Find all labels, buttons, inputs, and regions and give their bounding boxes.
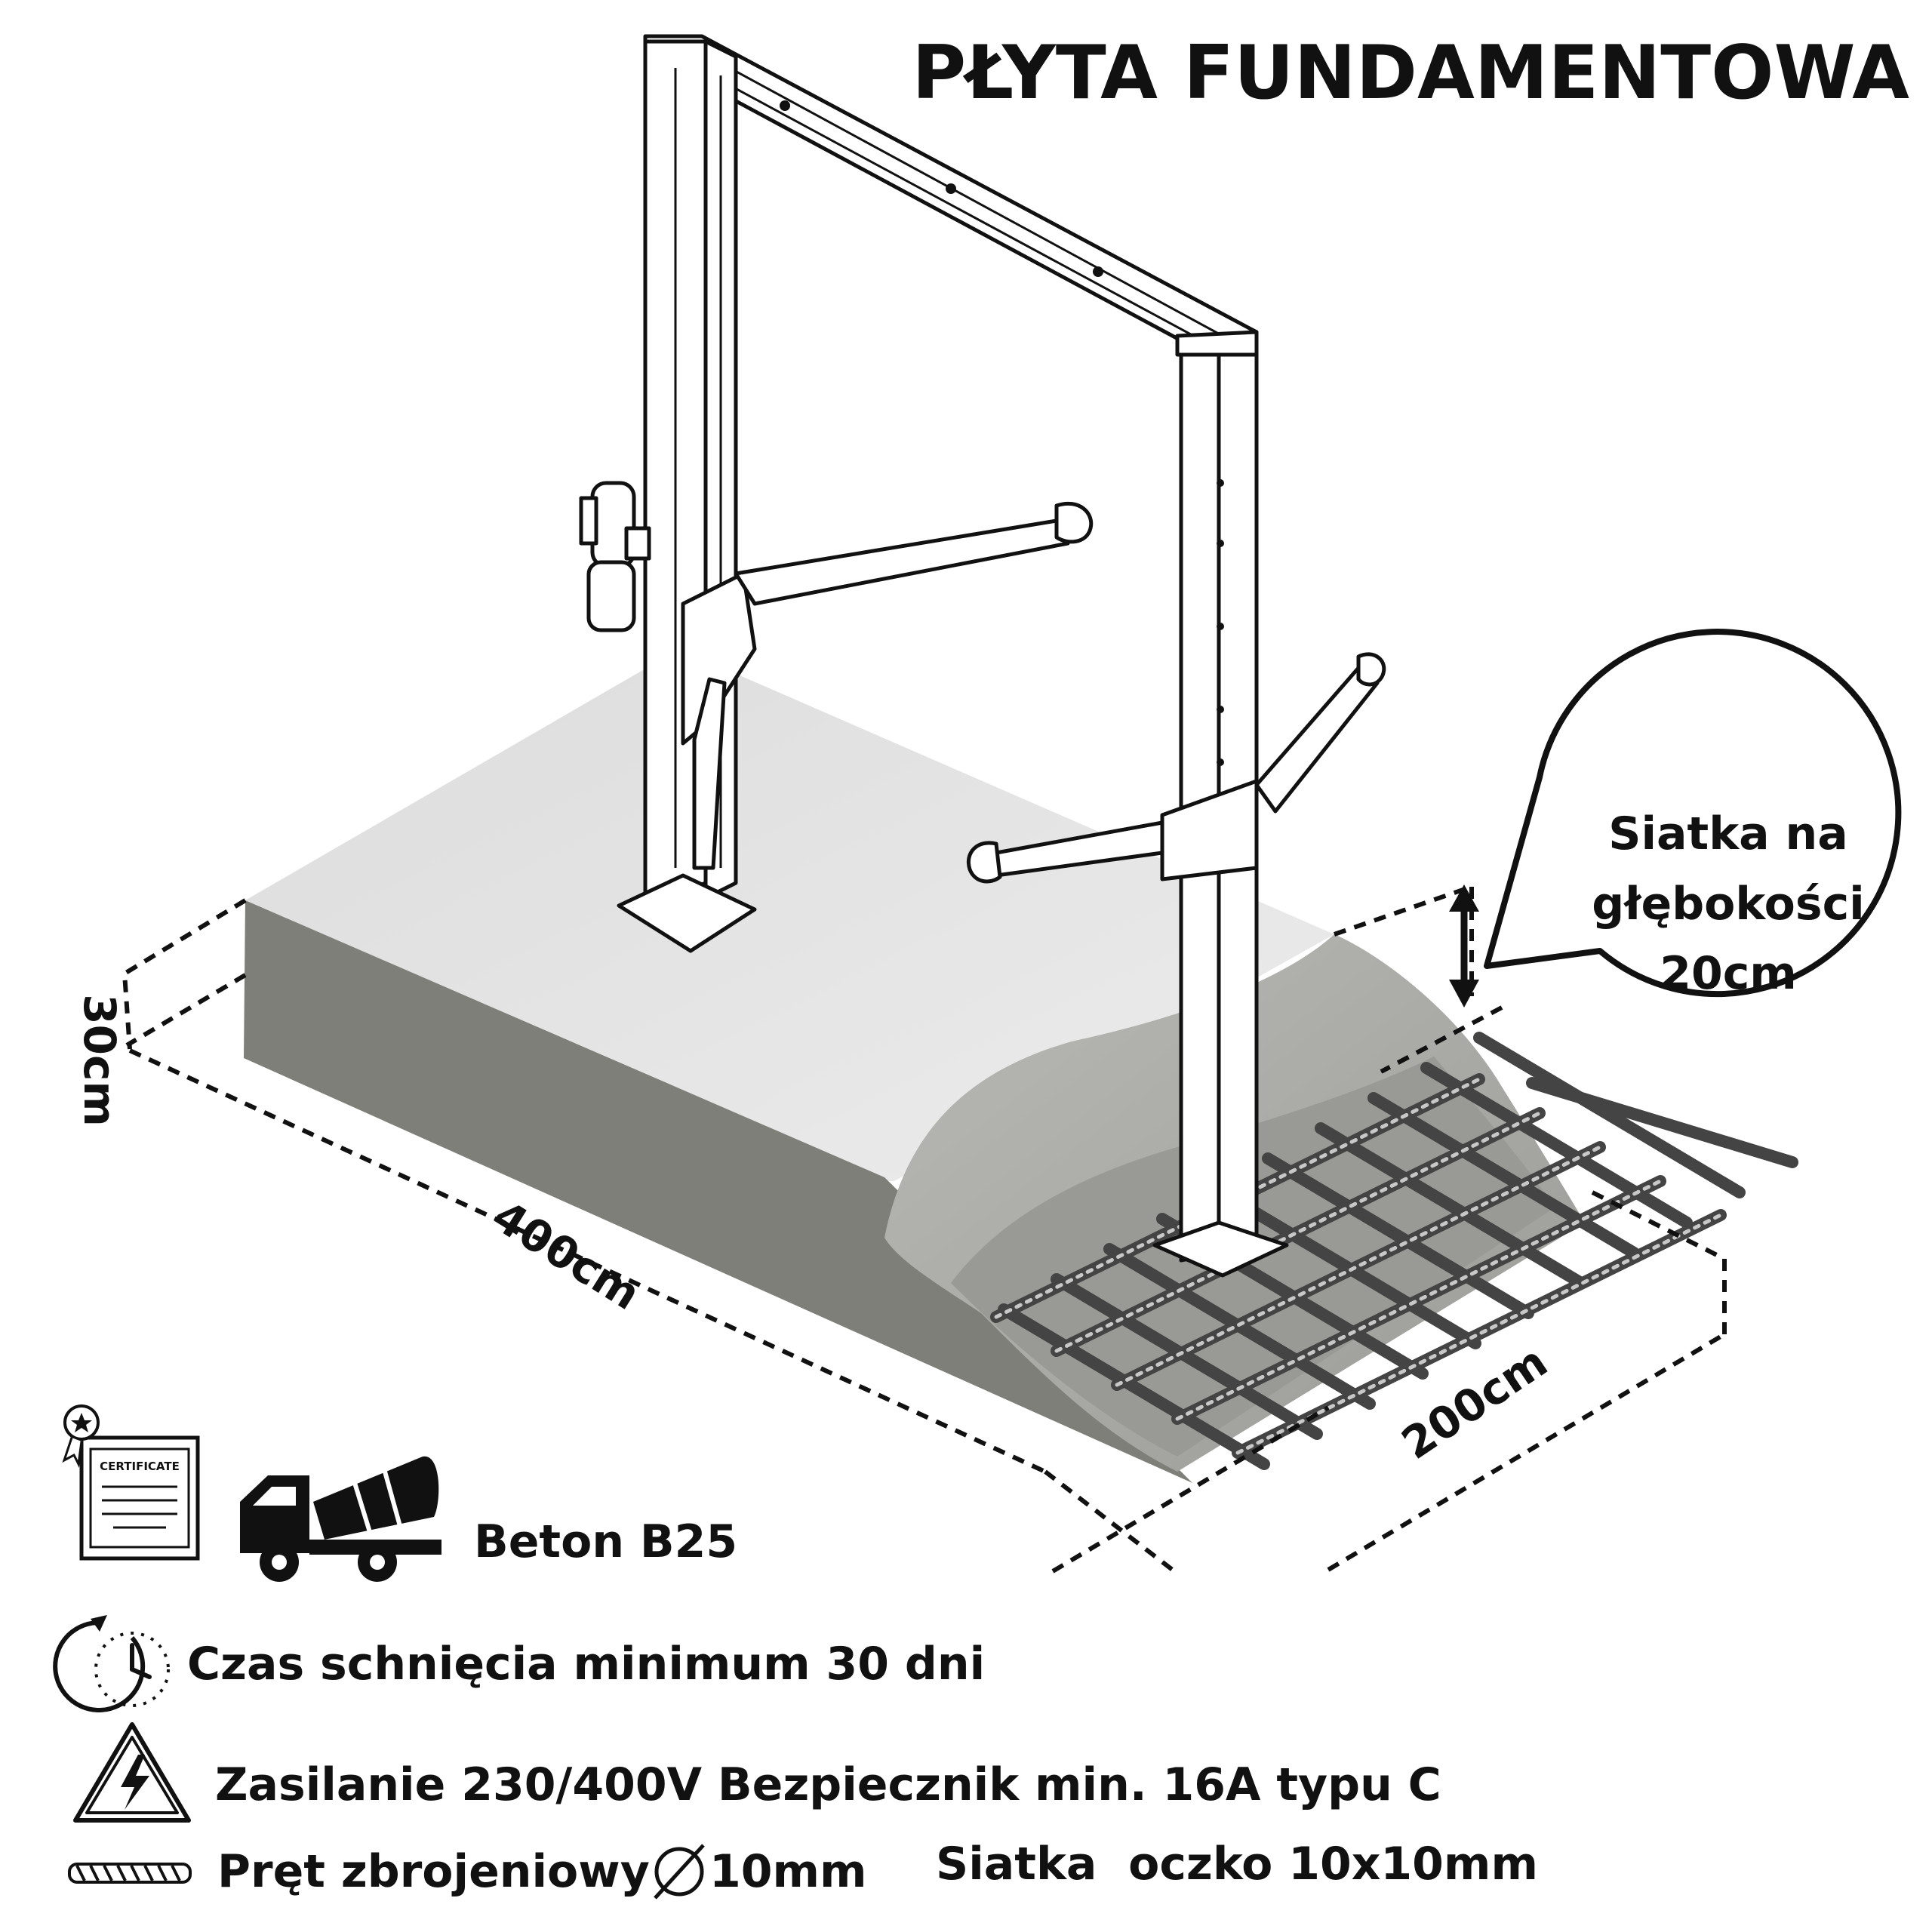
callout-line-3: 20cm <box>1660 947 1797 1000</box>
concrete-grade-text: Beton B25 <box>474 1515 737 1568</box>
two-post-lift <box>579 34 1386 1278</box>
callout-line-1: Siatka na <box>1608 808 1847 860</box>
rebar-size-text: 10mm <box>709 1845 867 1898</box>
rebar-mesh <box>990 1032 1798 1470</box>
certificate-icon: CERTIFICATE <box>62 1404 200 1561</box>
power-supply-text: Zasilanie 230/400V Bezpiecznik min. 16A … <box>215 1758 1441 1811</box>
rebar-icon <box>68 1863 192 1884</box>
mixer-truck-icon <box>240 1456 441 1582</box>
callout-bubble <box>1484 629 1902 998</box>
depth-callout: Siatka na głębokości 20cm <box>1484 629 1902 1000</box>
timer-icon <box>53 1615 170 1712</box>
slab-side-face <box>244 900 1192 1483</box>
high-voltage-icon <box>73 1722 191 1823</box>
concrete-slab <box>244 649 1585 1483</box>
certificate-label: CERTIFICATE <box>100 1460 180 1473</box>
lift-motor <box>579 481 651 632</box>
depth-arrow <box>1449 884 1479 1008</box>
rebar-text: Pręt zbrojeniowy <box>217 1845 650 1898</box>
callout-line-2: głębokości <box>1592 878 1864 931</box>
dimension-lines <box>122 884 1727 1576</box>
page-title: PŁYTA FUNDAMENTOWA <box>912 30 1909 116</box>
mesh-size-text: Siatka oczko 10x10mm <box>936 1838 1538 1890</box>
height-label: 30cm <box>74 994 125 1127</box>
drying-time-text: Czas schnięcia minimum 30 dni <box>187 1638 985 1690</box>
diameter-icon <box>654 1844 705 1900</box>
